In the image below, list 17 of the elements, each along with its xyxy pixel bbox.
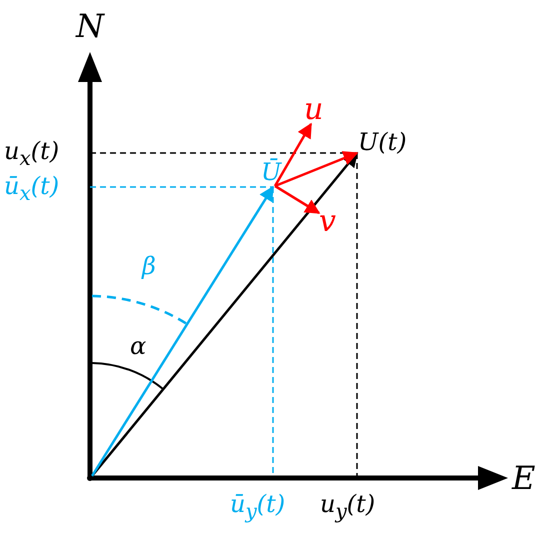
arrow (274, 151, 358, 188)
component-label: u$_{y}$(t) (320, 490, 376, 525)
axis-label: E (512, 460, 536, 496)
angle-label: α (130, 332, 146, 360)
axis-label: N (76, 8, 104, 44)
vector-label: v (319, 207, 345, 237)
vector-label: Ū (261, 158, 285, 186)
component-label: ū$_{x}$(t) (4, 172, 60, 207)
component-label: ū$_{y}$(t) (230, 490, 286, 525)
arrow (274, 122, 312, 187)
component-label: u$_{x}$(t) (4, 137, 60, 172)
vector-label: U(t) (358, 128, 428, 156)
arrow (90, 186, 274, 477)
arrow (274, 184, 320, 214)
arrow (91, 152, 358, 477)
angle-label: β (142, 252, 156, 280)
vector-label: u (304, 96, 330, 124)
